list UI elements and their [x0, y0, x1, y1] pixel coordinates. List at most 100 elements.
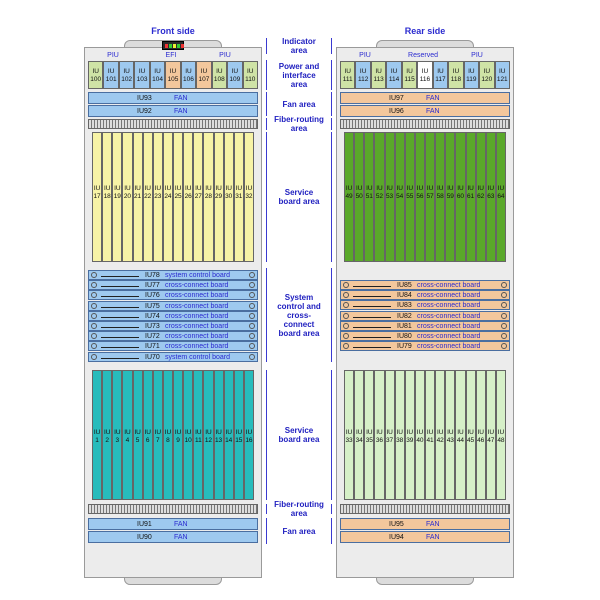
front-service-slot: IU 26: [183, 132, 194, 262]
front-power-slot: IU 102: [118, 61, 135, 89]
rear-control-iu: IU83: [397, 302, 412, 310]
rear-service-slot: IU 40: [414, 370, 425, 500]
rear-service-slot: IU 61: [465, 132, 476, 262]
front-control-name: cross-connect board: [165, 292, 229, 300]
area-brace: [266, 504, 332, 514]
area-brace: [266, 92, 332, 116]
front-board-handle: [101, 337, 139, 339]
rear-service-slot: IU 47: [485, 370, 496, 500]
front-board-handle: [101, 286, 139, 288]
rear-power-slot: IU 116: [417, 61, 433, 89]
rear-power-slot: IU 117: [432, 61, 449, 89]
front-board-handle: [101, 347, 139, 349]
rear-board-screw: [501, 343, 507, 350]
front-control-iu: IU71: [145, 343, 160, 351]
front-service-slot: IU 16: [243, 370, 254, 500]
front-board-screw: [249, 353, 255, 360]
rear-board-screw: [343, 333, 349, 339]
rear-control-iu: IU79: [397, 343, 412, 351]
front-service-slot: IU 17: [92, 132, 103, 262]
rear-fan-name: FAN: [426, 521, 440, 528]
rear-control-iu: IU81: [397, 322, 412, 330]
rear-service-slot: IU 62: [475, 132, 486, 262]
rear-fiber-bottom: [340, 504, 510, 514]
front-fan-iu: IU93: [137, 95, 152, 102]
rear-title: Rear side: [404, 26, 446, 36]
rear-control-iu: IU82: [397, 312, 412, 320]
area-label: Power and interface area: [278, 61, 320, 89]
front-fan-iu: IU92: [137, 108, 152, 115]
front-control-iu: IU74: [145, 312, 160, 320]
front-service-slot: IU 31: [233, 132, 244, 262]
area-label: Service board area: [278, 426, 320, 444]
front-power-slot: IU 103: [134, 61, 150, 89]
front-power-slot: IU 106: [180, 61, 197, 89]
front-service-slot: IU 27: [193, 132, 204, 262]
front-service-slot: IU 19: [112, 132, 123, 262]
rear-board-handle: [353, 326, 391, 328]
front-board-screw: [249, 323, 255, 329]
front-board-screw: [249, 272, 255, 278]
front-fan-name: FAN: [174, 534, 188, 541]
front-board-screw: [249, 302, 255, 309]
rear-service-slot: IU 59: [445, 132, 456, 262]
rear-control-iu: IU80: [397, 333, 412, 340]
front-service-slot: IU 22: [142, 132, 153, 262]
front-service-slot: IU 23: [152, 132, 163, 262]
area-brace: [266, 60, 332, 90]
front-control-name: cross-connect board: [165, 343, 229, 351]
front-service-slot: IU 5: [132, 370, 143, 500]
rear-control-name: cross-connect board: [417, 282, 481, 289]
front-service-slot: IU 28: [203, 132, 214, 262]
front-fan-tray: IU92 FAN: [88, 105, 258, 117]
front-service-slot: IU 1: [92, 370, 103, 500]
front-service-slot: IU 14: [223, 370, 234, 500]
front-service-slot: IU 2: [102, 370, 113, 500]
front-service-slot: IU 21: [132, 132, 143, 262]
area-brace: [266, 118, 332, 130]
area-label: Fiber-routing area: [274, 115, 324, 133]
front-control-board: IU76 cross-connect board: [88, 290, 258, 301]
rear-board-screw: [501, 302, 507, 309]
front-title: Front side: [151, 26, 195, 36]
rear-service-slot: IU 43: [445, 370, 456, 500]
rear-control-name: cross-connect board: [417, 343, 481, 351]
rear-fan-iu: IU95: [389, 521, 404, 528]
front-board-screw: [91, 333, 97, 340]
front-service-slot: IU 25: [173, 132, 184, 262]
front-control-board: IU71 cross-connect board: [88, 341, 258, 352]
front-fan-name: FAN: [174, 108, 188, 115]
rear-fan-iu: IU96: [389, 108, 404, 115]
front-control-iu: IU73: [145, 323, 160, 330]
rear-board-screw: [343, 322, 349, 329]
front-control-name: cross-connect board: [165, 282, 229, 290]
indicator-led: [173, 44, 176, 48]
rear-power-slot: IU 118: [448, 61, 464, 89]
rear-service-slot: IU 56: [414, 132, 425, 262]
front-power-slot: IU 101: [103, 61, 119, 89]
front-power-slot: IU 110: [242, 61, 258, 89]
front-service-slot: IU 13: [213, 370, 224, 500]
front-board-screw: [249, 343, 255, 350]
rear-control-board: IU79 cross-connect board: [340, 341, 510, 352]
front-service-slot: IU 30: [223, 132, 234, 262]
front-control-iu: IU76: [145, 292, 160, 300]
rear-control-name: cross-connect board: [417, 312, 481, 320]
rear-power-slot: IU 112: [355, 61, 371, 89]
area-brace: [266, 370, 332, 500]
front-control-name: cross-connect board: [165, 312, 229, 320]
rear-fan-tray: IU95 FAN: [340, 518, 510, 530]
rear-board-screw: [343, 292, 349, 299]
front-service-slot: IU 6: [142, 370, 153, 500]
rear-service-slot: IU 34: [354, 370, 365, 500]
rear-service-slot: IU 48: [495, 370, 506, 500]
rear-board-screw: [501, 292, 507, 299]
front-control-name: cross-connect board: [165, 302, 229, 310]
